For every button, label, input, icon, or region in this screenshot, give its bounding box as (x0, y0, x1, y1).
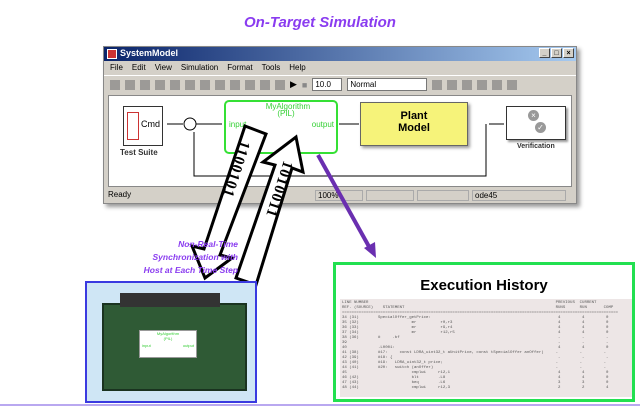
sync-note: Non-Real-Time Synchronization with Host … (58, 238, 238, 277)
build-icon[interactable] (492, 79, 503, 90)
plant-label: Plant (400, 110, 428, 122)
page-title: On-Target Simulation (244, 14, 396, 31)
menu-bar: File Edit View Simulation Format Tools H… (104, 61, 576, 75)
trace-arrow-head (364, 242, 376, 258)
menu-view[interactable]: View (154, 63, 172, 72)
algorithm-name: MyAlgorithm (265, 102, 311, 111)
title-bar: SystemModel _□× (104, 47, 576, 61)
explorer-icon[interactable] (447, 79, 458, 90)
maximize-button[interactable]: □ (551, 48, 562, 58)
board-output: output (182, 343, 194, 348)
connectors (120, 293, 220, 307)
open-icon[interactable] (125, 79, 135, 90)
mode-select[interactable]: Normal (347, 78, 428, 91)
update-icon[interactable] (462, 79, 473, 90)
pass-icon: ✓ (535, 122, 546, 133)
model-label: Model (398, 122, 430, 134)
copy-icon[interactable] (185, 79, 195, 90)
cut-icon[interactable] (170, 79, 180, 90)
undo-icon[interactable] (260, 79, 270, 90)
divider (0, 404, 640, 406)
app-icon (107, 49, 117, 59)
status-empty (417, 190, 469, 201)
window-title: SystemModel (120, 48, 179, 58)
signal-lines (167, 117, 504, 177)
menu-help[interactable]: Help (289, 63, 306, 72)
menu-file[interactable]: File (110, 63, 123, 72)
paste-icon[interactable] (200, 79, 210, 90)
status-empty (366, 190, 414, 201)
board-sub: (PIL) (163, 336, 173, 341)
fail-icon: × (528, 110, 539, 121)
note-line: Non-Real-Time (178, 239, 238, 249)
forward-icon[interactable] (230, 79, 240, 90)
board-algorithm: MyAlgorithm (156, 331, 180, 336)
print-icon[interactable] (155, 79, 165, 90)
redo-icon[interactable] (275, 79, 285, 90)
play-icon[interactable]: ▶ (290, 79, 297, 89)
verification-label: Verification (517, 143, 555, 150)
model-canvas: Cmd Test Suite MyAlgorithm (PIL) input o… (108, 95, 572, 187)
note-line: Synchronization with (152, 252, 238, 262)
solver: ode45 (472, 190, 566, 201)
board-input: input (142, 343, 151, 348)
minimize-button[interactable]: _ (539, 48, 550, 58)
status-bar: Ready 100% ode45 (104, 189, 576, 203)
menu-tools[interactable]: Tools (261, 63, 281, 72)
toolbar: ▶ ■ 10.0 Normal (104, 75, 576, 93)
stop-time-input[interactable]: 10.0 (312, 78, 343, 91)
algorithm-block[interactable]: MyAlgorithm (PIL) input output (224, 100, 338, 154)
stop-icon[interactable]: ■ (301, 79, 308, 90)
test-suite-label: Test Suite (120, 148, 158, 157)
note-line: Host at Each Time Step (143, 265, 238, 275)
close-button[interactable]: × (563, 48, 574, 58)
simulink-window: SystemModel _□× File Edit View Simulatio… (103, 46, 577, 204)
new-icon[interactable] (110, 79, 120, 90)
library-icon[interactable] (432, 79, 443, 90)
signal-builder-icon (127, 112, 139, 140)
status-text: Ready (108, 190, 132, 199)
zoom-level: 100% (315, 190, 363, 201)
up-icon[interactable] (245, 79, 255, 90)
publish-icon[interactable] (507, 79, 518, 90)
save-icon[interactable] (140, 79, 150, 90)
menu-edit[interactable]: Edit (131, 63, 146, 72)
execution-history-table: LINE NUMBER PREVIOUS CURRENT REF. (SOURC… (340, 299, 632, 397)
menu-simulation[interactable]: Simulation (180, 63, 219, 72)
algorithm-sub: (PIL) (277, 109, 295, 118)
menu-format[interactable]: Format (227, 63, 253, 72)
target-board-image: MyAlgorithm (PIL) input output (85, 281, 257, 403)
test-suite-block[interactable]: Cmd (123, 106, 163, 146)
execution-history-title: Execution History (420, 277, 548, 294)
verification-block[interactable]: × ✓ (506, 106, 566, 140)
input-port: input (229, 120, 247, 129)
debug-icon[interactable] (477, 79, 488, 90)
cmd-label: Cmd (141, 119, 161, 129)
output-port: output (311, 120, 334, 129)
board-screen: MyAlgorithm (PIL) input output (139, 330, 197, 358)
execution-history-panel: Execution History LINE NUMBER PREVIOUS C… (333, 262, 635, 402)
back-icon[interactable] (215, 79, 225, 90)
